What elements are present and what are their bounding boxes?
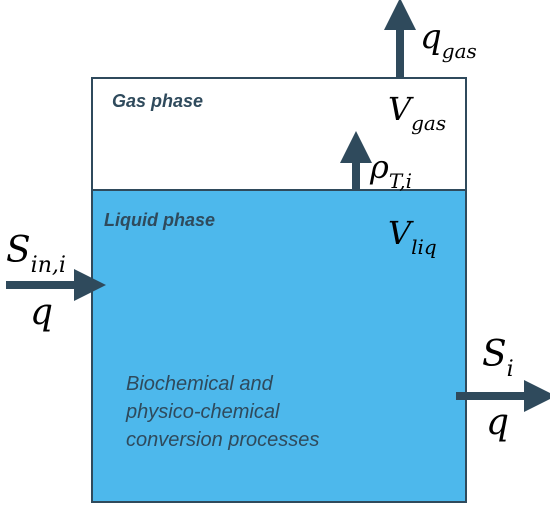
process-line-1: Biochemical and (126, 373, 274, 395)
process-line-2: physico-chemical (125, 401, 280, 423)
gas-compartment (91, 77, 467, 191)
liquid-compartment (91, 189, 467, 503)
liquid-volume-symbol: Vliq (388, 214, 437, 259)
inflow-flow-symbol: q (30, 292, 53, 333)
gas-outflow-symbol: qgas (420, 17, 477, 63)
process-description: Biochemical and physico-chemical convers… (125, 373, 319, 451)
inflow-substrate-symbol: Sin,i (6, 230, 66, 278)
outflow-substrate-symbol: Si (482, 334, 514, 382)
outflow-flow-symbol: q (486, 402, 509, 443)
gas-volume-symbol: Vgas (388, 90, 446, 135)
gas-transfer-symbol: ρT,i (369, 148, 412, 193)
process-line-3: conversion processes (126, 429, 319, 451)
gas-phase-label: Gas phase (112, 91, 203, 111)
liquid-phase-label: Liquid phase (104, 210, 215, 230)
